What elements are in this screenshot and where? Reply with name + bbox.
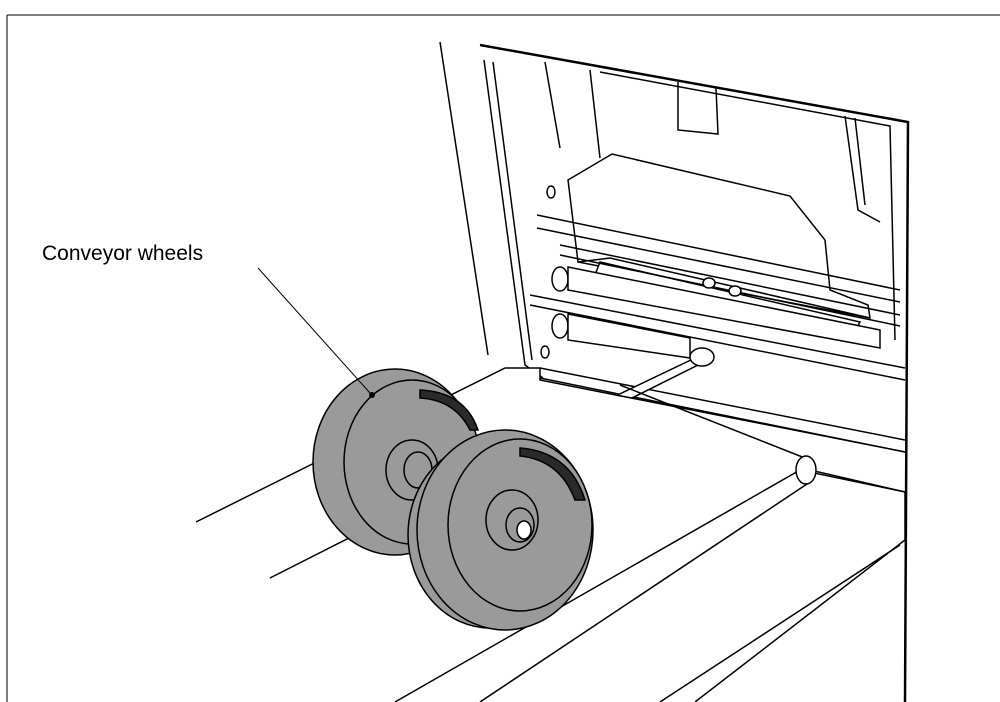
right-conveyor-wheel bbox=[407, 429, 594, 631]
machine-housing bbox=[439, 41, 910, 702]
figure-border bbox=[6, 14, 1000, 702]
conveyor-wheels-label: Conveyor wheels bbox=[42, 242, 204, 265]
callout-leader bbox=[257, 267, 375, 398]
rollers bbox=[540, 185, 881, 359]
